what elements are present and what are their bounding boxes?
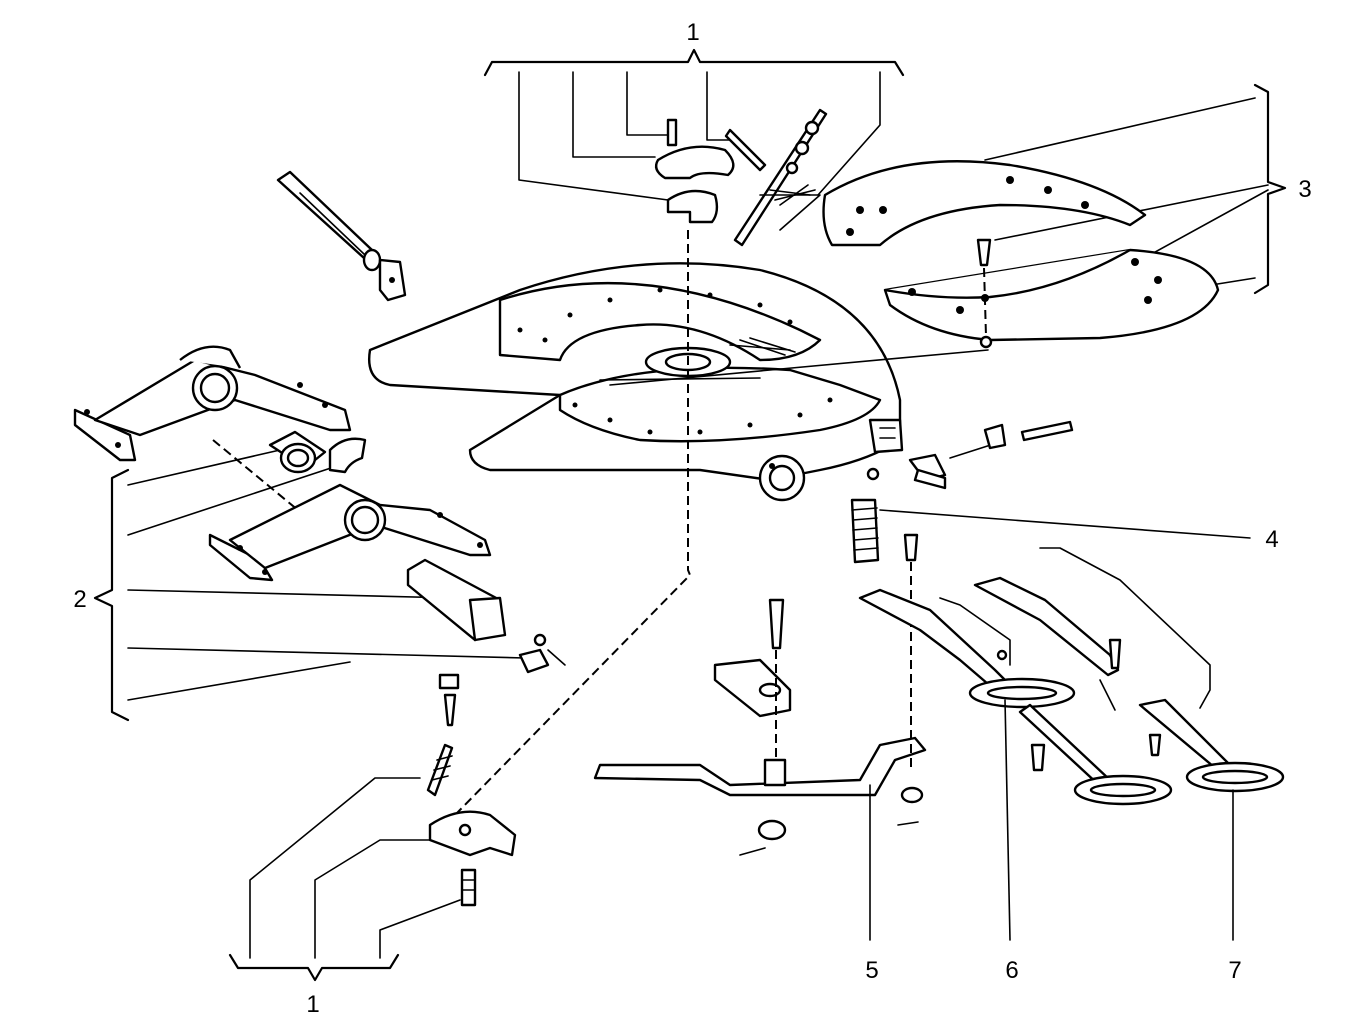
liner-screw bbox=[976, 238, 993, 349]
plate-leader bbox=[609, 349, 989, 386]
callout-handle-b: 7 bbox=[1228, 957, 1241, 984]
retaining-pin bbox=[518, 633, 566, 674]
callout-lever: 5 bbox=[865, 957, 878, 984]
half-shell bbox=[328, 437, 367, 474]
callout-top-group: 1 bbox=[686, 19, 699, 46]
bushing bbox=[268, 430, 327, 474]
lock-jaw-parts bbox=[426, 673, 517, 907]
long-bolt-assembly bbox=[276, 170, 407, 302]
kingpin-lock-parts bbox=[654, 108, 828, 247]
bottom-group-bracket: 1 bbox=[228, 777, 461, 1018]
plate-bolt-holes bbox=[517, 287, 833, 435]
callout-left-group: 2 bbox=[73, 586, 86, 613]
callout-spring: 4 bbox=[1265, 526, 1278, 553]
left-group-bracket: 2 bbox=[73, 449, 526, 722]
spring: 4 bbox=[850, 498, 1279, 564]
callout-bottom-group: 1 bbox=[306, 991, 319, 1018]
upper-pivot-bracket bbox=[73, 345, 352, 462]
handle-b: 7 bbox=[973, 547, 1285, 984]
pivot-pin bbox=[406, 558, 507, 642]
top-liner-plate bbox=[822, 160, 1147, 247]
lower-pivot-bracket bbox=[208, 483, 492, 582]
callout-right-group: 3 bbox=[1298, 176, 1311, 203]
top-group-bracket: 1 bbox=[483, 19, 905, 201]
callout-handle-a: 6 bbox=[1005, 957, 1018, 984]
center-axis-line bbox=[454, 230, 692, 816]
secondary-axis-line bbox=[212, 439, 311, 521]
lever-bolt bbox=[897, 533, 924, 826]
latch-parts bbox=[866, 420, 1074, 490]
bottom-liner-plate bbox=[883, 248, 1220, 342]
release-lever: 5 bbox=[593, 598, 927, 984]
fifth-wheel-plate bbox=[368, 262, 904, 502]
handle-a: 6 bbox=[858, 588, 1173, 984]
